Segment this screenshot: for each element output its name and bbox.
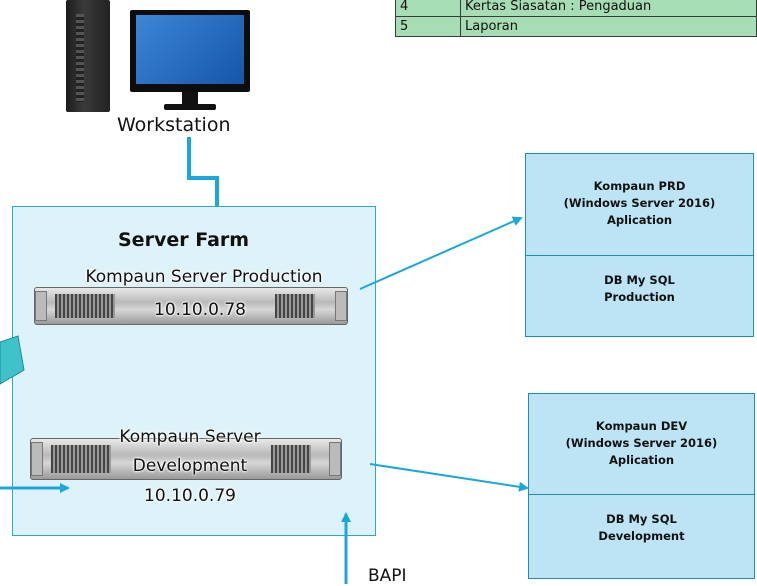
- prd-app-line1: Kompaun PRD: [593, 179, 686, 193]
- workstation: [60, 0, 260, 112]
- tower-pc-icon: [66, 0, 110, 112]
- monitor-icon: [130, 10, 250, 92]
- row-item: Kertas Siasatan : Pengaduan: [460, 0, 757, 17]
- prd-db-line2: Production: [604, 290, 675, 304]
- development-server-name-line1: Kompaun Server: [119, 427, 261, 447]
- table-row: 4 Kertas Siasatan : Pengaduan: [395, 0, 757, 17]
- prd-db-line1: DB My SQL: [604, 273, 675, 287]
- prd-app-line2: (Windows Server 2016): [563, 196, 716, 210]
- dev-app-line1: Kompaun DEV: [595, 419, 688, 433]
- development-arrow: [369, 463, 529, 492]
- dev-app-line2: (Windows Server 2016): [565, 436, 718, 450]
- server-farm-title: Server Farm: [118, 229, 250, 251]
- production-arrow: [359, 216, 523, 290]
- report-table: 4 Kertas Siasatan : Pengaduan 5 Laporan: [395, 0, 757, 37]
- production-server-ip: 10.10.0.78: [154, 300, 246, 320]
- bapi-label: BAPI: [368, 566, 407, 586]
- server-farm-box: [12, 206, 376, 536]
- workstation-label: Workstation: [117, 114, 231, 136]
- development-server-name-line2: Development: [132, 456, 248, 476]
- dev-info-box: [528, 393, 755, 579]
- dev-db-line1: DB My SQL: [606, 512, 677, 526]
- row-number: 5: [395, 16, 461, 37]
- dev-app-line3: Aplication: [608, 453, 675, 467]
- table-row: 5 Laporan: [395, 16, 757, 37]
- prd-app-line3: Aplication: [606, 213, 673, 227]
- production-server-icon: [34, 287, 348, 325]
- prd-info-box: [525, 153, 754, 337]
- development-server-ip: 10.10.0.79: [144, 486, 236, 506]
- dev-db-line2: Development: [598, 529, 685, 543]
- workstation-link: [187, 137, 219, 206]
- development-server-icon: [30, 438, 342, 480]
- offscreen-shape: [0, 335, 25, 385]
- production-server-name: Kompaun Server Production: [85, 267, 323, 287]
- row-item: Laporan: [460, 16, 757, 37]
